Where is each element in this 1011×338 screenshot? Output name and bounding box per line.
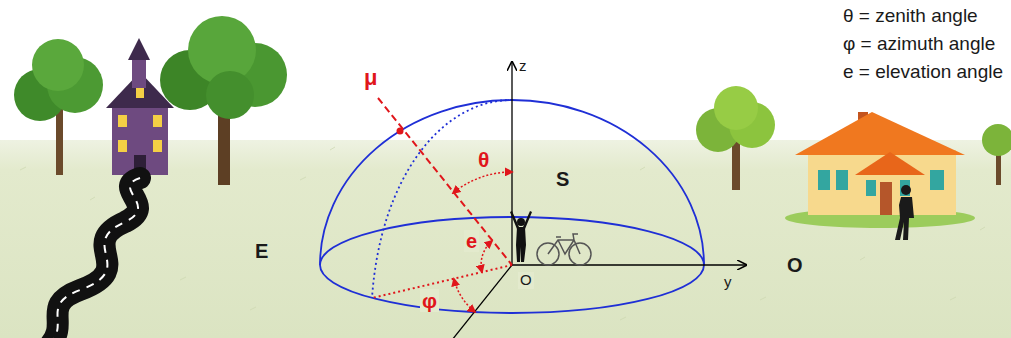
x-axis (452, 265, 512, 338)
meridian (372, 100, 512, 298)
zenith-arc (453, 172, 512, 193)
axis-label: y (724, 274, 732, 291)
point-label: S (556, 168, 569, 190)
angle-label: e (464, 230, 479, 252)
tree (160, 16, 287, 185)
z-axis (511, 62, 512, 265)
road (50, 178, 140, 338)
axis-label: z (519, 58, 527, 75)
house (785, 112, 975, 228)
azimuth-arc (454, 279, 475, 312)
angle-label: φ (420, 289, 439, 312)
direction-label: O (787, 254, 803, 276)
standing-person (510, 211, 532, 262)
legend-text: φ = azimuth angle (843, 34, 995, 55)
legend-text: e = elevation angle (843, 62, 1003, 83)
projection-line (372, 265, 512, 298)
angle-label: θ (478, 148, 489, 171)
intersection-dot (397, 128, 404, 135)
vector-label: μ (364, 66, 377, 90)
walking-person (895, 185, 914, 240)
origin-label: O (518, 272, 534, 289)
legend-text: θ = zenith angle (843, 6, 978, 27)
tree (696, 86, 775, 190)
tree (14, 39, 103, 175)
elevation-arc (481, 241, 492, 272)
bicycle (537, 234, 591, 265)
direction-line (378, 98, 512, 265)
haunted-house (106, 38, 174, 175)
tree (982, 124, 1011, 185)
direction-label: E (255, 240, 268, 262)
